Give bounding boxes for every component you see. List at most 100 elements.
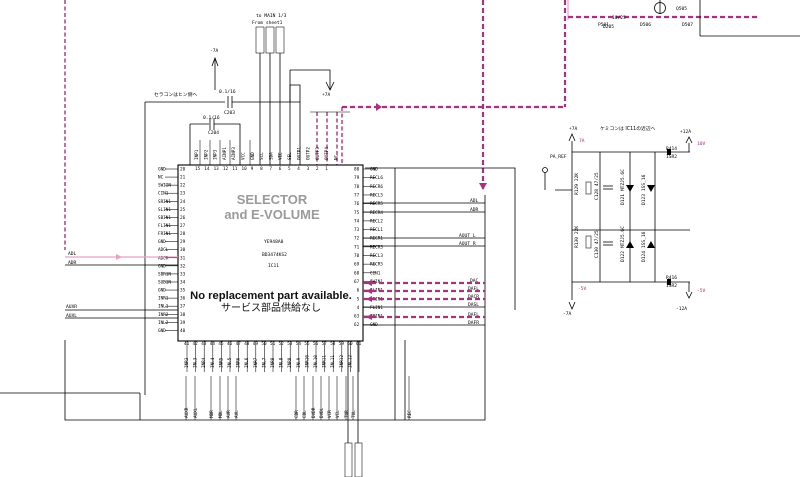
bottom-signal-label: DVDR xyxy=(311,407,317,418)
plus7a-top-label: +7A xyxy=(322,92,331,98)
top-pin-label: VEE xyxy=(278,152,284,160)
d-top-label: 1SR2 xyxy=(666,154,677,160)
power-heading: ケミコンは IC11の近辺へ xyxy=(600,125,656,132)
left-pin-label: GND xyxy=(158,239,166,245)
top-pin-number: 5 xyxy=(288,166,291,172)
left-pin-number: 26 xyxy=(180,215,186,221)
left-pin-label: SBIN1 xyxy=(158,215,171,221)
right-pin-number: 67 xyxy=(354,279,360,285)
bottom-pin-number: 48 xyxy=(244,341,250,347)
minus7a-top-label: -7A xyxy=(210,48,219,54)
bottom-signal-label: CDR xyxy=(294,410,300,418)
top-wiring: P501 10/25 D205 D506 D507 Q505 to MAIN 1… xyxy=(64,0,800,395)
bottom-pin-number: 43 xyxy=(201,341,207,347)
bottom-pin-label: INL6 xyxy=(244,357,250,368)
right-signal-dacr: DACR xyxy=(468,294,479,300)
bottom-pin-number: 49 xyxy=(253,341,259,347)
bottom-pin-number: 58 xyxy=(330,341,336,347)
d506-label: D506 xyxy=(640,22,651,28)
c204-ref: C204 xyxy=(208,130,219,136)
left-pin-number: 24 xyxy=(180,199,186,205)
right-pin-number: 69 xyxy=(354,262,360,268)
power-section: ケミコンは IC11の近辺へ +7A 7A +12A 10V R414 1SR2… xyxy=(542,125,706,317)
right-pin-label: SLIN1 xyxy=(370,288,383,294)
c203-ref: C203 xyxy=(224,110,235,116)
right-pin-label: RECL3 xyxy=(370,253,383,259)
right-pin-number: 78 xyxy=(354,184,360,190)
left-pin-label: ADCR xyxy=(158,255,169,261)
left-pin-number: 28 xyxy=(180,231,186,237)
left-pin-label: SBR1N xyxy=(158,271,171,277)
right-pin-label: RECL6 xyxy=(370,175,383,181)
right-pin-number: 71 xyxy=(354,244,360,250)
bottom-pin-number: 46 xyxy=(227,341,233,347)
comp-d122: D122 MTZJ5.6C xyxy=(620,226,626,262)
left-pin-label: INR1 xyxy=(158,296,169,302)
left-pin-label: GND xyxy=(158,263,166,269)
bottom-pin-label: INL9 xyxy=(296,357,302,368)
bottom-pin-number: 54 xyxy=(296,341,302,347)
notice-japanese: サービス部品供給なし xyxy=(221,301,321,314)
right-pin-label: RECR3 xyxy=(370,244,383,250)
power-components: R129 22K C128 47/25 D121 MTZJ5.6C D123 1… xyxy=(574,169,655,262)
left-signal-auxl: AUXL xyxy=(66,313,77,319)
plus12a-sub: 10V xyxy=(697,141,706,147)
d507-label: D507 xyxy=(682,22,693,28)
left-pin-label: GND xyxy=(158,167,166,173)
left-pin-number: 36 xyxy=(180,296,186,302)
right-signal-dasl: DASL xyxy=(468,302,479,308)
bottom-pin-number: 59 xyxy=(339,341,345,347)
top-pin-number: 10 xyxy=(242,166,248,172)
left-pin-label: SWIIN xyxy=(158,183,171,189)
left-signal-adl: ADL xyxy=(68,251,77,257)
frame-lines xyxy=(0,167,516,421)
bottom-pin-label: INL8 xyxy=(279,357,285,368)
right-signal-dac: DAC xyxy=(470,278,479,284)
bottom-signal-label: AUXR xyxy=(184,407,190,418)
minus12a-label: -12A xyxy=(676,306,687,312)
bottom-pin-number: 42 xyxy=(193,341,199,347)
right-pin-label: RECR6 xyxy=(370,184,383,190)
right-signal-dafl: DAFL xyxy=(468,286,479,292)
bottom-signal-label: AVR xyxy=(226,410,232,418)
top-pin-label: INP1 xyxy=(194,149,200,160)
from-sheet-label: From sheet1 xyxy=(252,20,283,26)
bottom-signal-label: REC xyxy=(407,410,413,418)
comp-c130: C130 47/25 xyxy=(594,230,600,258)
d-bot-label: 1SR2 xyxy=(666,283,677,289)
bottom-signal-label: AVL xyxy=(234,410,240,418)
ceramic-cap-note: セラコンはヒン側へ xyxy=(154,91,197,98)
left-pin-number: 30 xyxy=(180,247,186,253)
q3-value-label: 10/25 xyxy=(612,15,626,21)
p501-label: P501 xyxy=(598,22,609,28)
right-pin-number: 68 xyxy=(354,270,360,276)
right-pin-number: 70 xyxy=(354,253,360,259)
bottom-pin-label: INR7 xyxy=(253,357,259,368)
plus7a-label: +7A xyxy=(569,126,578,132)
left-pin-number: 21 xyxy=(180,175,186,181)
bottom-signal-label: VCL xyxy=(335,410,341,418)
top-pin-label: NC xyxy=(334,154,340,160)
left-pin-label: INR2 xyxy=(158,312,169,318)
q505-label: Q505 xyxy=(676,6,687,12)
bottom-signal-label: MDL xyxy=(218,410,224,418)
c203-value: 0.1/16 xyxy=(219,89,236,95)
top-pin-label: SCL xyxy=(259,152,265,160)
bottom-pin-label: INL3 xyxy=(193,357,199,368)
c204-value: 0.1/16 xyxy=(203,115,220,121)
chip-title-line2: and E-VOLUME xyxy=(224,207,320,222)
right-signal-adl: ADL xyxy=(470,198,479,204)
top-pin-number: 3 xyxy=(307,166,310,172)
left-pin-label: SRIN1 xyxy=(158,199,171,205)
right-signal-dafr: DAFR xyxy=(468,320,479,326)
right-pin-label: RECR5 xyxy=(370,201,383,207)
bottom-pin-label: INR10 xyxy=(304,355,310,368)
chip-title-line1: SELECTOR xyxy=(237,192,308,207)
top-pin-label: VCC xyxy=(241,152,247,160)
right-pin-label: RECR1 xyxy=(370,236,383,242)
right-pin-number: 80 xyxy=(354,167,360,173)
minus12a-sub: -5V xyxy=(697,288,706,294)
plus7a-sub: 7A xyxy=(579,138,585,144)
